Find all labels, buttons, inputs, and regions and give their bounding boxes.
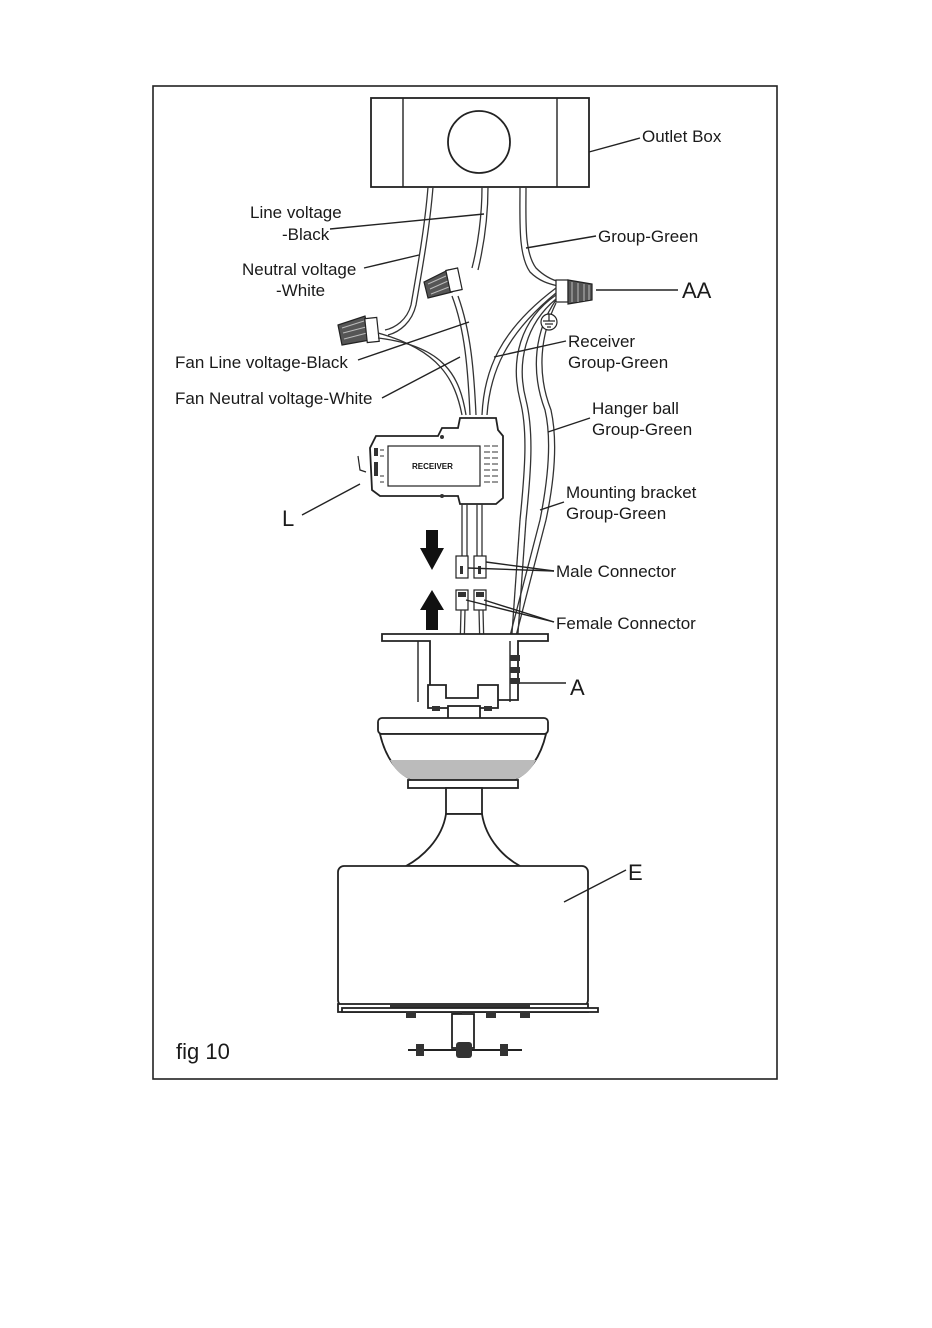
label-neutral-voltage-2: -White xyxy=(276,281,325,300)
figure-label: fig 10 xyxy=(176,1039,230,1064)
label-male-connector: Male Connector xyxy=(556,562,676,581)
arrow-down-icon xyxy=(420,530,444,570)
label-aa: AA xyxy=(682,278,712,303)
wire-nut-aa xyxy=(556,280,592,304)
female-connector xyxy=(456,590,486,610)
label-receiver-2: Group-Green xyxy=(568,353,668,372)
label-mounting-bracket-1: Mounting bracket xyxy=(566,483,697,502)
label-e: E xyxy=(628,860,643,885)
label-hanger-ball-2: Group-Green xyxy=(592,420,692,439)
label-fan-line-voltage: Fan Line voltage-Black xyxy=(175,353,348,372)
label-female-connector: Female Connector xyxy=(556,614,696,633)
receiver-text: RECEIVER xyxy=(412,462,453,471)
label-neutral-voltage-1: Neutral voltage xyxy=(242,260,356,279)
label-fan-neutral-voltage: Fan Neutral voltage-White xyxy=(175,389,372,408)
label-group-green: Group-Green xyxy=(598,227,698,246)
label-a: A xyxy=(570,675,585,700)
label-line-voltage-1: Line voltage xyxy=(250,203,342,222)
label-mounting-bracket-2: Group-Green xyxy=(566,504,666,523)
motor-housing xyxy=(338,866,598,1058)
label-hanger-ball-1: Hanger ball xyxy=(592,399,679,418)
label-receiver-1: Receiver xyxy=(568,332,635,351)
ground-symbol-icon xyxy=(541,314,557,330)
wire-nut-left xyxy=(338,316,379,345)
label-outlet-box: Outlet Box xyxy=(642,127,722,146)
wire-nut-center xyxy=(424,268,462,298)
outlet-box xyxy=(371,98,589,187)
male-connector xyxy=(456,556,486,578)
label-line-voltage-2: -Black xyxy=(282,225,330,244)
label-l: L xyxy=(282,506,294,531)
arrow-up-icon xyxy=(420,590,444,630)
receiver-unit: RECEIVER xyxy=(358,418,503,504)
mounting-bracket xyxy=(382,634,548,711)
fan-canopy xyxy=(378,706,548,866)
receiver-output-wires xyxy=(462,504,482,556)
